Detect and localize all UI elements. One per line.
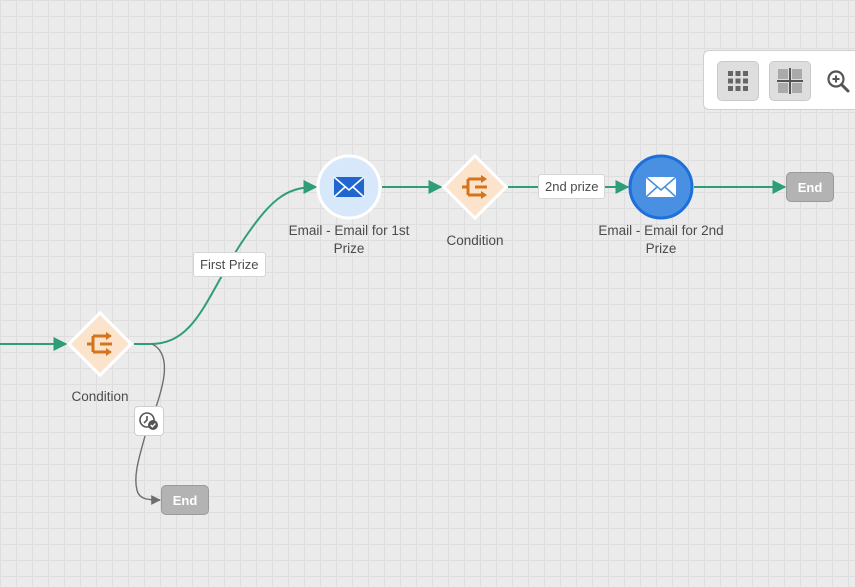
email-2-label-line1: Email - Email for 2nd <box>598 223 724 238</box>
edge-label-2nd-prize[interactable]: 2nd prize <box>538 174 606 199</box>
envelope-icon <box>333 176 365 198</box>
email-node-2[interactable] <box>628 154 694 220</box>
grid-view-button[interactable] <box>717 61 759 101</box>
connector-condition1-to-end <box>135 343 165 500</box>
canvas-toolbar <box>703 50 855 110</box>
end-node-2[interactable]: End <box>786 172 834 202</box>
wait-timeout-badge[interactable] <box>134 406 164 436</box>
fit-to-screen-icon <box>777 68 803 94</box>
email-2-label-line2: Prize <box>645 241 677 256</box>
condition-node-2[interactable] <box>441 153 509 221</box>
condition-node-1[interactable] <box>66 310 134 378</box>
condition-1-label: Condition <box>71 389 129 404</box>
connector-condition1-to-email1 <box>134 180 318 345</box>
fit-to-screen-button[interactable] <box>769 61 811 101</box>
grid-view-icon <box>728 71 748 91</box>
email-1-label-line2: Prize <box>333 241 365 256</box>
condition-branch-icon <box>87 334 112 354</box>
condition-branch-icon <box>462 177 487 197</box>
condition-2-label: Condition <box>446 233 504 248</box>
end-node-1[interactable]: End <box>161 485 209 515</box>
timer-check-icon <box>139 412 158 430</box>
edge-label-first-prize[interactable]: First Prize <box>193 252 266 277</box>
email-1-label: Email - Email for 1st Prize <box>289 222 410 258</box>
zoom-in-button[interactable] <box>826 69 852 100</box>
email-2-label: Email - Email for 2nd Prize <box>598 222 723 258</box>
zoom-in-icon <box>827 70 850 93</box>
email-1-label-line1: Email - Email for 1st <box>288 223 410 238</box>
envelope-icon <box>645 176 677 198</box>
email-node-1[interactable] <box>316 154 382 220</box>
